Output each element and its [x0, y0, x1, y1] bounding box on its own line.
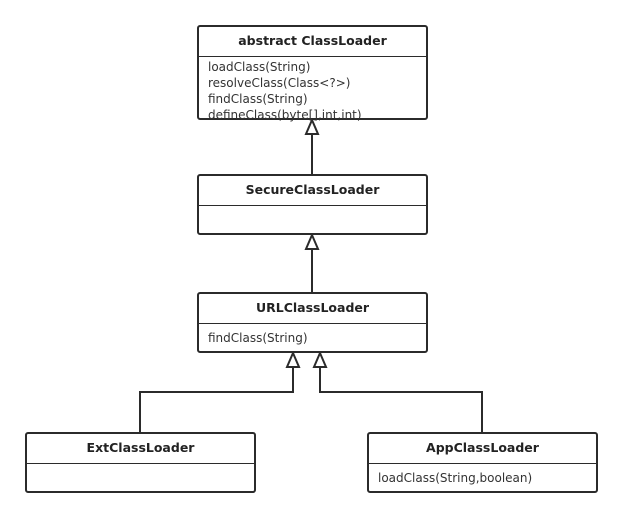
- inheritance-arrowhead: [304, 232, 320, 250]
- class-name: URLClassLoader: [199, 294, 426, 324]
- method-entry: loadClass(String): [208, 60, 311, 74]
- class-box-classloader: abstract ClassLoader loadClass(String) r…: [197, 25, 428, 123]
- class-methods: loadClass(String,boolean): [369, 464, 596, 486]
- class-methods: loadClass(String) resolveClass(Class<?>)…: [199, 57, 426, 123]
- edge-ext-to-url: [139, 367, 294, 432]
- inheritance-arrowhead: [304, 117, 320, 135]
- class-name: ExtClassLoader: [27, 434, 254, 464]
- inheritance-arrowhead: [285, 350, 301, 368]
- class-name: SecureClassLoader: [199, 176, 426, 206]
- class-methods: [27, 464, 254, 466]
- class-box-extclassloader: ExtClassLoader: [25, 432, 256, 493]
- class-name: AppClassLoader: [369, 434, 596, 464]
- class-box-appclassloader: AppClassLoader loadClass(String,boolean): [367, 432, 598, 493]
- class-name: abstract ClassLoader: [199, 27, 426, 57]
- edge-app-to-url: [319, 367, 483, 432]
- class-methods: findClass(String): [199, 324, 426, 346]
- method-entry: defineClass(byte[],int,int): [208, 108, 362, 122]
- class-box-urlclassloader: URLClassLoader findClass(String): [197, 292, 428, 353]
- inheritance-arrowhead: [312, 350, 328, 368]
- method-entry: findClass(String): [208, 92, 308, 106]
- method-entry: findClass(String): [208, 331, 308, 345]
- method-entry: loadClass(String,boolean): [378, 471, 533, 485]
- class-methods: [199, 206, 426, 208]
- method-entry: resolveClass(Class<?>): [208, 76, 351, 90]
- class-box-secureclassloader: SecureClassLoader: [197, 174, 428, 235]
